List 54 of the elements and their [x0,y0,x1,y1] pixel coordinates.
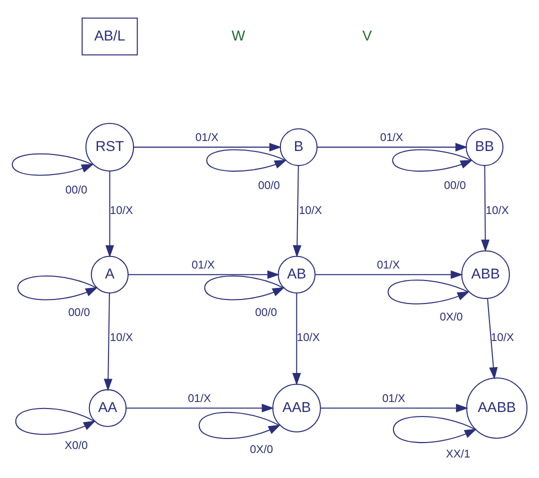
edge-label: 01/X [380,131,404,144]
node-box: AB/L [82,17,138,55]
edge-label: 10/X [486,204,509,216]
arrow [17,275,98,300]
arrow [320,403,468,412]
edge-label: 01/X [195,131,219,144]
arrow [481,165,490,252]
arrow [105,170,114,258]
arrow [392,416,477,442]
arrow [292,165,302,257]
edge-label: 01/X [382,392,406,404]
edge-label: XX/1 [446,448,470,460]
edge-label: X0/0 [64,439,88,452]
arrow [134,142,282,151]
arrow [104,292,112,391]
edge-label: 10/X [298,204,322,216]
arrow [204,275,285,300]
arrow [15,407,96,434]
edge-label: 00/0 [255,306,277,319]
arrow [317,142,468,151]
edge-label: 00/0 [68,306,90,319]
edge-label: 0X/0 [440,310,463,323]
node-circle: BB [466,128,504,166]
edge-label: 00/0 [258,180,280,192]
edge-label: 10/X [110,204,134,216]
arrow [128,270,280,278]
node-circle: A [90,255,129,294]
label: V [362,28,372,44]
edge-label: 00/0 [444,180,466,192]
edge-label: 00/0 [65,184,88,196]
node-circle: AB [278,255,316,294]
edge-label: 01/X [188,392,211,404]
arrow [12,152,94,176]
node-circle: B [280,128,318,166]
edge-label: 0X/0 [250,444,273,456]
label: W [232,28,246,44]
arrow [292,292,301,385]
edge-label: 01/X [376,258,400,271]
node-circle: AA [88,388,127,426]
arrow [198,411,281,438]
node-circle: AAB [272,383,321,432]
arrow [392,148,473,172]
arrow [206,148,287,172]
arrow [487,298,498,380]
arrow [388,279,470,304]
edge-label: 10/X [110,332,134,344]
edge-label: 01/X [192,258,215,271]
arrow [126,403,274,412]
node-circle: AABB [466,376,528,438]
node-circle: ABB [461,250,510,298]
arrow [315,270,463,278]
edge-label: 10/X [296,332,320,344]
node-circle: RST [85,122,134,171]
edge-label: 10/X [490,332,514,344]
